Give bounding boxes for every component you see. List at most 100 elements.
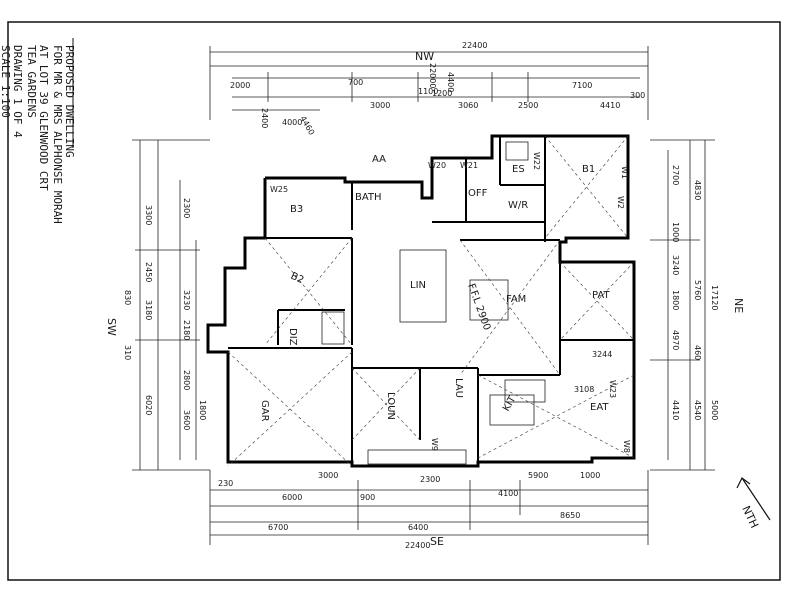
orientation-nw: NW bbox=[415, 50, 434, 63]
room-b3: B3 bbox=[290, 204, 303, 215]
left-dim-d11: 830 bbox=[123, 290, 132, 305]
north-label: NTH bbox=[739, 504, 761, 531]
shower-fixture bbox=[505, 141, 529, 161]
right-dim-d12: 3108 bbox=[574, 385, 594, 394]
right-dim-d10: 4970 bbox=[671, 330, 680, 350]
linen-cupboard bbox=[399, 249, 447, 323]
room-es: ES bbox=[512, 164, 525, 175]
title-line-3: AT LOT 39 GLENWOOD CRT bbox=[37, 45, 50, 191]
right-dim-d6: 2700 bbox=[671, 165, 680, 185]
bottom-dim-d10: 230 bbox=[218, 479, 233, 488]
room-pat: PAT bbox=[592, 290, 610, 301]
bottom-dim-d6: 4100 bbox=[498, 489, 518, 498]
top-dim-overall: 22400 bbox=[462, 41, 487, 50]
room-lau: LAU bbox=[453, 378, 464, 398]
room-wir: W/R bbox=[508, 200, 528, 211]
interior-walls bbox=[228, 136, 634, 466]
left-dim-d12: 310 bbox=[123, 345, 132, 360]
window-w8: W8 bbox=[622, 440, 631, 453]
roof-lines bbox=[227, 135, 635, 467]
bottom-dim-d3: 6400 bbox=[408, 523, 428, 532]
left-dim-d9: 2180 bbox=[182, 320, 191, 340]
room-lin: LIN bbox=[410, 280, 426, 291]
left-dim-d8: 3230 bbox=[182, 290, 191, 310]
orientation-ne: NE bbox=[732, 298, 745, 313]
bottom-dim-d11: 900 bbox=[360, 493, 375, 502]
bottom-dim-d1: 6700 bbox=[268, 523, 288, 532]
orientation-sw: SW bbox=[105, 318, 118, 336]
title-line-5: DRAWING 1 OF 4 bbox=[11, 45, 24, 138]
room-loun: LOUN bbox=[385, 392, 396, 420]
left-dim-d6: 3600 bbox=[182, 410, 191, 430]
bottom-dim-d2: 6000 bbox=[282, 493, 302, 502]
top-dim-d5: 1100 bbox=[418, 87, 438, 96]
top-dim-d7: 2500 bbox=[518, 101, 538, 110]
title-line-4: TEA GARDENS bbox=[25, 45, 38, 118]
top-dim-d13: 4000 bbox=[282, 118, 302, 127]
bottom-dim-d4: 8650 bbox=[560, 511, 580, 520]
room-eat: EAT bbox=[590, 402, 609, 413]
bottom-dim-d8: 5900 bbox=[528, 471, 548, 480]
top-dim-d14: 1200 bbox=[432, 89, 452, 98]
left-dim-d7: 2300 bbox=[182, 198, 191, 218]
sheet-border bbox=[7, 21, 781, 581]
right-dim-d5: 5000 bbox=[710, 400, 719, 420]
right-dimension-lines bbox=[650, 139, 715, 471]
top-dim-d4: 3000 bbox=[370, 101, 390, 110]
bottom-dim-d5: 3000 bbox=[318, 471, 338, 480]
top-dim-d11: 4400 bbox=[446, 72, 455, 92]
top-dim-d12: 2400 bbox=[260, 108, 269, 128]
right-dim-d9: 460 bbox=[693, 345, 702, 360]
left-dim-d4: 6020 bbox=[144, 395, 153, 415]
top-dim-total2: 22000 bbox=[428, 63, 437, 88]
title-line-2: FOR MR & MRS ALPHONSE MORAH bbox=[51, 45, 64, 224]
left-dim-d1: 3300 bbox=[144, 205, 153, 225]
right-dim-d3: 4540 bbox=[693, 400, 702, 420]
left-dim-d2: 2450 bbox=[144, 262, 153, 282]
bottom-dim-d7: 2300 bbox=[420, 475, 440, 484]
top-dim-d6: 3060 bbox=[458, 101, 478, 110]
room-kit: KIT bbox=[501, 394, 519, 414]
room-b2: B2 bbox=[289, 271, 306, 287]
north-arrow: NTH bbox=[736, 477, 771, 531]
right-dim-d4: 3240 bbox=[671, 255, 680, 275]
kitchen-bench bbox=[489, 394, 535, 426]
bottom-dim-d9: 1000 bbox=[580, 471, 600, 480]
title-line-6: SCALE 1:100 bbox=[0, 45, 12, 118]
right-dim-overall: 17120 bbox=[710, 285, 719, 310]
window-w22: W22 bbox=[532, 152, 541, 170]
room-bath: BATH bbox=[355, 192, 382, 203]
right-dim-d11: 3244 bbox=[592, 350, 612, 359]
room-gar: GAR bbox=[259, 400, 270, 422]
left-dim-d3: 3180 bbox=[144, 300, 153, 320]
bottom-dim-overall: 22400 bbox=[405, 541, 430, 550]
left-dimension-lines bbox=[132, 139, 210, 471]
room-ffl: F.F.L 2900 bbox=[465, 282, 492, 332]
window-w1: W1 bbox=[620, 166, 629, 179]
top-dimension-lines bbox=[209, 46, 649, 120]
top-dim-d8: 7100 bbox=[572, 81, 592, 90]
title-block: PROPOSED DWELLING FOR MR & MRS ALPHONSE … bbox=[0, 45, 76, 224]
window-w21: W21 bbox=[460, 161, 478, 170]
bottom-dimension-lines bbox=[209, 470, 649, 545]
kitchen-island bbox=[469, 279, 509, 321]
window-w9: W9 bbox=[430, 438, 439, 451]
room-diz: DIZ bbox=[287, 328, 298, 346]
room-off: OFF bbox=[468, 188, 488, 199]
bath-fixture bbox=[321, 311, 345, 345]
window-w25: W25 bbox=[270, 185, 288, 194]
left-dim-d5: 2800 bbox=[182, 370, 191, 390]
orientation-se: SE bbox=[430, 535, 444, 548]
right-dim-d1: 4830 bbox=[693, 180, 702, 200]
entry-window-box bbox=[367, 449, 467, 465]
top-dim-d9: 4410 bbox=[600, 101, 620, 110]
top-dim-d1: 2000 bbox=[230, 81, 250, 90]
fixtures bbox=[321, 141, 546, 465]
left-dim-d10: 1800 bbox=[198, 400, 207, 420]
room-aa: AA bbox=[372, 154, 386, 165]
pantry bbox=[504, 379, 546, 403]
room-b1: B1 bbox=[582, 164, 595, 175]
right-dim-d13: 1800 bbox=[671, 290, 680, 310]
